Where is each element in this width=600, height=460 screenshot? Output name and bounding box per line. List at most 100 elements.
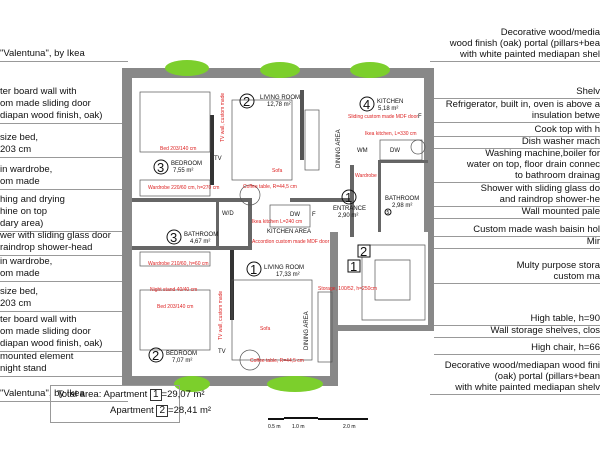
apartment-label: Apartment	[103, 389, 148, 400]
annotation-line: Mir	[586, 236, 600, 247]
svg-text:7,07 m²: 7,07 m²	[172, 358, 192, 364]
annotation-line: diapan wood finish, oak)	[0, 338, 103, 349]
svg-text:1: 1	[250, 262, 257, 277]
total-area-box: Total area: Apartment 1=29,07 m² Apartme…	[50, 385, 211, 423]
annotation-line: size bed,	[0, 286, 39, 297]
svg-text:Bed 203/140 cm: Bed 203/140 cm	[157, 304, 193, 310]
svg-text:KITCHEN AREA: KITCHEN AREA	[267, 229, 311, 235]
right-annotation: Wall storage shelves, clos	[491, 325, 600, 336]
svg-text:4: 4	[363, 97, 370, 112]
leader-line	[0, 401, 128, 402]
annotation-line: Shelv	[576, 86, 600, 97]
annotation-line: Shower with sliding glass do	[480, 183, 600, 194]
annotation-line: with white painted mediapan shelv	[455, 382, 600, 393]
leader-line	[430, 61, 600, 62]
left-annotation: "Valentuna", by Ikea	[0, 48, 85, 60]
annotation-line: and raindrop shower-he	[499, 194, 600, 205]
svg-text:BATHROOM: BATHROOM	[385, 196, 419, 202]
svg-text:2,90 m²: 2,90 m²	[338, 213, 358, 219]
svg-text:TV: TV	[218, 349, 226, 355]
svg-text:Sofa: Sofa	[260, 326, 271, 332]
annotation-line: 203 cm	[0, 298, 32, 309]
stair-markers: 2 1	[347, 244, 371, 274]
left-annotation: size bed,203 cm	[0, 132, 38, 156]
right-annotation: Custom made wash baisin hol	[473, 224, 600, 235]
furniture	[139, 91, 426, 371]
svg-text:0.5 m: 0.5 m	[268, 424, 281, 430]
right-annotation: High chair, h=66	[531, 342, 600, 353]
annotation-line: dary area)	[0, 218, 44, 229]
tv-wall-tag-bottom: TV wall, custom made	[218, 291, 224, 340]
right-annotation: High table, h=90	[531, 313, 600, 324]
svg-text:DW: DW	[390, 148, 400, 154]
annotation-line: Multy purpose stora	[516, 260, 600, 271]
leader-line	[430, 283, 600, 284]
svg-text:1: 1	[345, 190, 352, 205]
leader-line	[0, 255, 128, 256]
svg-text:Accordion custom made MDF door: Accordion custom made MDF door	[252, 239, 330, 245]
leader-line	[0, 61, 128, 62]
annotation-line: hine on top	[0, 206, 48, 217]
annotation-line: Custom made wash baisin hol	[473, 224, 600, 235]
apartment-2-badge: 2	[156, 405, 169, 417]
svg-text:Coffee table, R=44,5 cm: Coffee table, R=44,5 cm	[250, 358, 304, 364]
appliance-labels: TV W/D DW F KITCHEN AREA WM DW F TV DINI…	[214, 114, 422, 355]
annotation-line: High chair, h=66	[531, 342, 600, 353]
svg-text:Wardrobe 210/60, h=60 cm: Wardrobe 210/60, h=60 cm	[148, 261, 209, 267]
annotation-line: night stand	[0, 363, 47, 374]
apartment-1-badge: 1	[149, 389, 162, 401]
svg-text:Ikea kitchen L=240 cm: Ikea kitchen L=240 cm	[252, 219, 302, 225]
annotation-line: Cook top with h	[534, 124, 600, 135]
svg-text:2: 2	[152, 348, 159, 363]
annotation-line: "Valentuna", by Ikea	[0, 388, 85, 399]
annotation-line: water on top, floor drain connec	[466, 159, 600, 170]
svg-text:4,67 m²: 4,67 m²	[190, 239, 210, 245]
annotation-line: with white painted mediapan shel	[460, 49, 600, 60]
annotation-line: Refrigerator, built in, oven is above a	[445, 99, 600, 110]
annotation-line: ter board wall with	[0, 86, 77, 97]
svg-text:2.0 m: 2.0 m	[343, 424, 356, 430]
svg-text:1: 1	[350, 259, 357, 274]
annotation-line: in wardrobe,	[0, 256, 53, 267]
annotation-line: ter board wall with	[0, 314, 77, 325]
svg-text:Coffee table, R=44,5 cm: Coffee table, R=44,5 cm	[243, 184, 297, 190]
leader-line	[430, 236, 600, 237]
left-annotation: "Valentuna", by Ikea	[0, 388, 85, 400]
svg-text:3: 3	[170, 230, 177, 245]
leader-line	[430, 148, 600, 149]
svg-text:2: 2	[243, 94, 250, 109]
plants	[165, 60, 390, 392]
scale-bar: 0.5 m 1.0 m 2.0 m	[268, 417, 368, 430]
annotation-line: "Valentuna", by Ikea	[0, 48, 85, 59]
svg-text:5: 5	[387, 210, 390, 216]
leader-line	[0, 281, 128, 282]
apartment-label: Apartment	[110, 405, 154, 416]
annotation-line: om made sliding door	[0, 326, 91, 337]
apartment-1-area: =29,07 m²	[161, 389, 205, 400]
svg-text:Sofa: Sofa	[272, 168, 283, 174]
leader-line	[430, 206, 600, 207]
right-annotation: Mir	[587, 236, 600, 247]
leader-line	[430, 122, 600, 123]
annotation-line: om made sliding door	[0, 98, 91, 109]
svg-text:W/D: W/D	[222, 211, 234, 217]
right-annotation: Decorative wood/mediapan wood fini(oak) …	[445, 360, 600, 393]
annotation-line: Washing machine,boiler for	[485, 148, 600, 159]
annotation-line: raindrop shower-head	[0, 242, 93, 253]
svg-text:Wardrobe: Wardrobe	[355, 173, 377, 179]
svg-text:Sliding custom made MDF door: Sliding custom made MDF door	[348, 114, 418, 120]
svg-text:TV: TV	[214, 156, 222, 162]
right-annotation: Dish washer mach	[522, 136, 600, 147]
right-annotation: Cook top with h	[535, 124, 600, 135]
